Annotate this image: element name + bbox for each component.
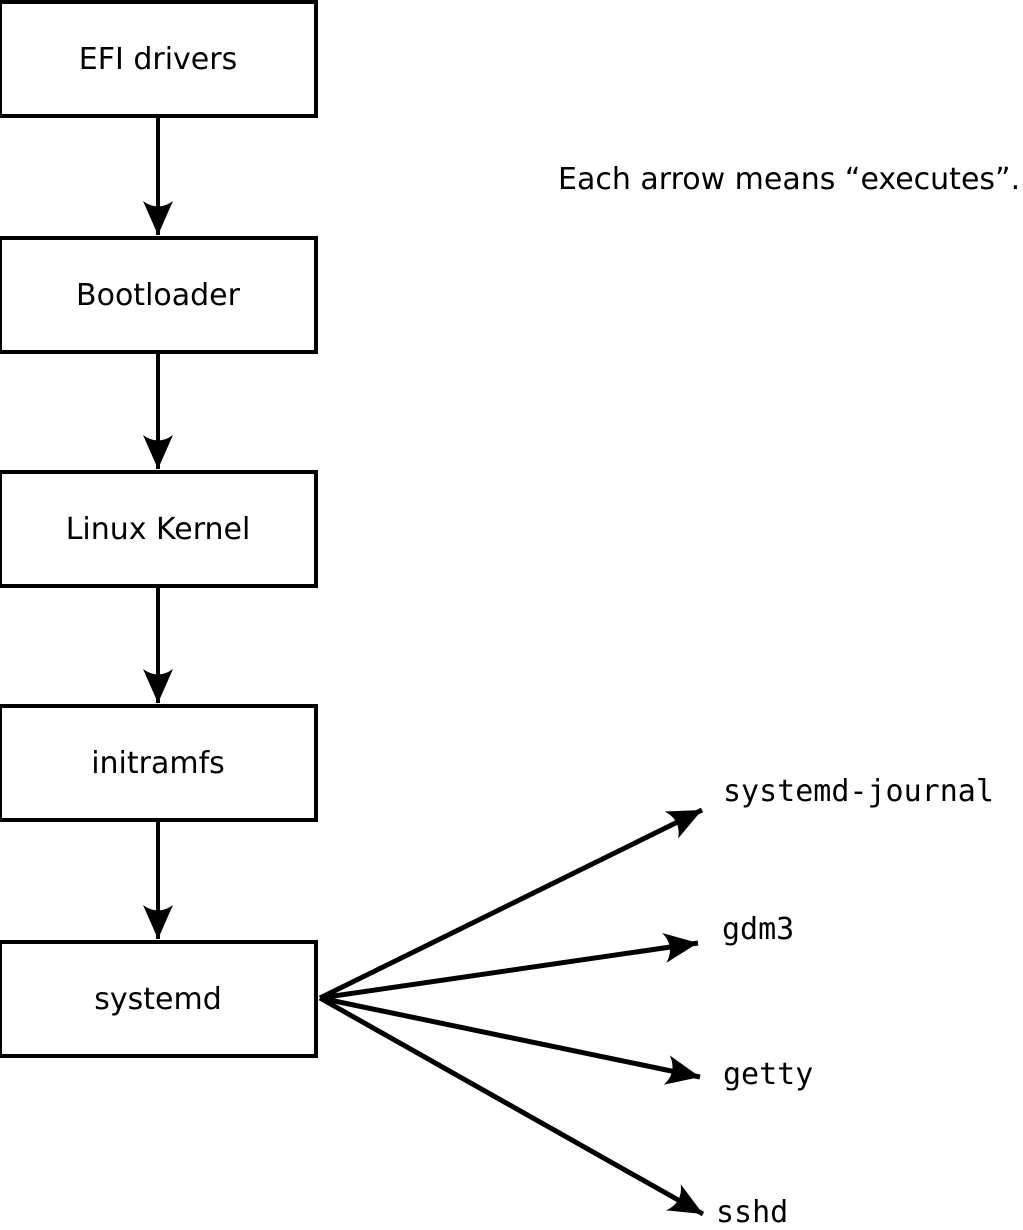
box-efi-drivers-label: EFI drivers [78, 41, 238, 77]
arrow-systemd-to-journal [318, 807, 704, 1001]
box-initramfs-label: initramfs [91, 745, 225, 781]
box-linux-kernel: Linux Kernel [0, 470, 318, 588]
arrow-meaning-note: Each arrow means “executes”. [558, 162, 1021, 197]
box-linux-kernel-label: Linux Kernel [65, 511, 251, 547]
box-efi-drivers: EFI drivers [0, 0, 318, 118]
box-systemd-label: systemd [94, 981, 222, 1017]
label-sshd: sshd [716, 1195, 789, 1230]
arrow-systemd-to-gdm3 [319, 933, 699, 1001]
box-bootloader-label: Bootloader [76, 277, 240, 313]
fan-arrows [318, 807, 705, 1217]
label-systemd-journal: systemd-journal [723, 774, 994, 809]
box-systemd: systemd [0, 940, 318, 1058]
label-getty: getty [723, 1057, 814, 1092]
box-initramfs: initramfs [0, 704, 318, 822]
arrow-systemd-to-sshd [318, 995, 705, 1217]
arrow-systemd-to-getty [319, 995, 701, 1085]
box-bootloader: Bootloader [0, 236, 318, 354]
label-gdm3: gdm3 [722, 912, 795, 947]
